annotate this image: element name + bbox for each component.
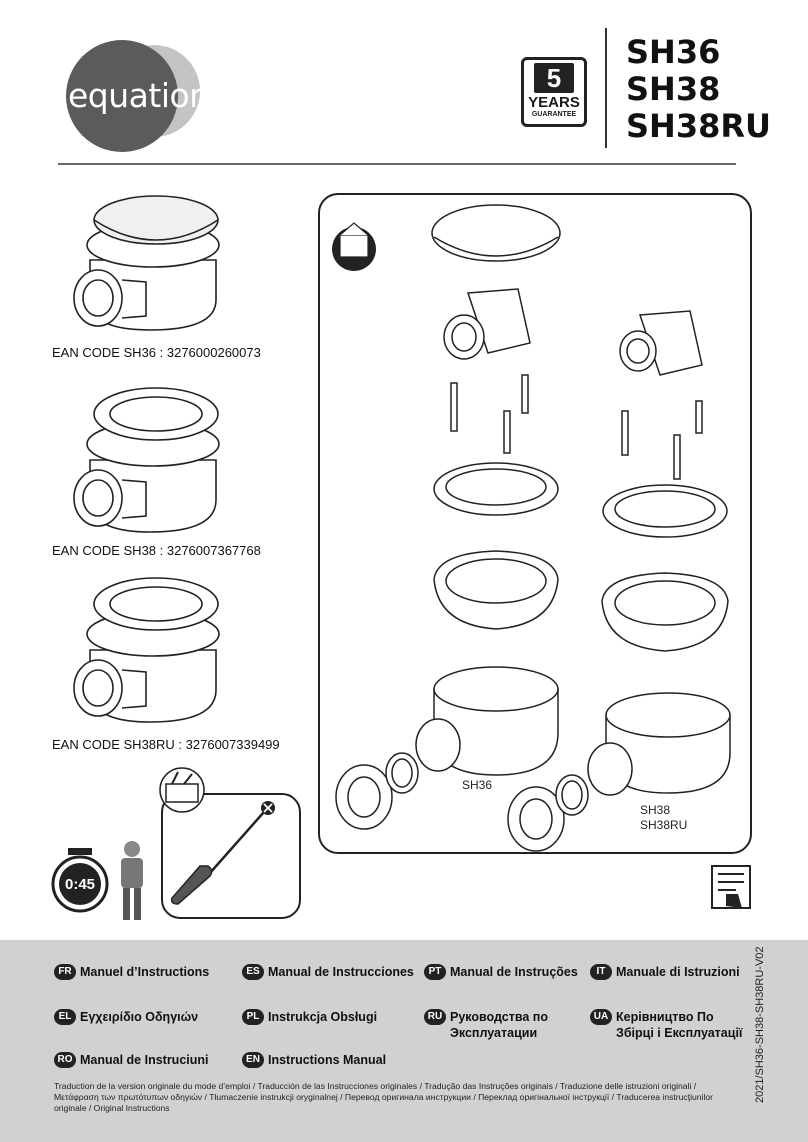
header-divider (605, 28, 607, 148)
tool-panel (159, 767, 301, 919)
guarantee-badge: 5 YEARS GUARANTEE (521, 57, 587, 127)
brand-name: equation (68, 76, 210, 115)
product-sh36-drawing (73, 195, 220, 331)
toolbox-icon (159, 767, 205, 813)
header-rule (58, 163, 736, 165)
guarantee-label: GUARANTEE (531, 111, 577, 118)
language-band (0, 940, 808, 1142)
model-list: SH36 SH38 SH38RU (626, 34, 771, 145)
diagram-label-sh38ru: SH38RU (640, 818, 688, 832)
ean-sh38ru: EAN CODE SH38RU : 3276007339499 (52, 737, 280, 752)
assembly-time: 0:45 (64, 876, 96, 893)
read-manual-icon (711, 865, 751, 909)
person-icon (121, 841, 143, 920)
exploded-view-drawing (332, 204, 731, 852)
screwdriver-icon (170, 811, 265, 905)
stopwatch-icon (51, 848, 109, 913)
model-sh38: SH38 (626, 70, 721, 108)
guarantee-years-number: 5 (534, 63, 574, 93)
model-sh36: SH36 (626, 33, 721, 71)
diagram-label-sh38: SH38 (640, 803, 671, 817)
not-allowed-icon (261, 801, 275, 815)
diagram-label-sh36: SH36 (462, 778, 493, 792)
ean-sh36: EAN CODE SH36 : 3276000260073 (52, 345, 261, 360)
translation-note: Traduction de la version originale du mo… (54, 1081, 714, 1113)
product-sh38-drawing (73, 387, 220, 533)
brand-logo: equation (62, 36, 210, 156)
unboxing-icon (332, 222, 376, 271)
exploded-view-panel (318, 193, 752, 854)
ean-sh38: EAN CODE SH38 : 3276007367768 (52, 543, 261, 558)
logo-circles-icon (66, 40, 200, 152)
model-sh38ru: SH38RU (626, 107, 771, 145)
document-code: 2021/SH36-SH38-SH38RU-V02 (754, 946, 766, 1103)
guarantee-years-label: YEARS (528, 94, 580, 111)
product-sh38ru-drawing (73, 577, 220, 723)
